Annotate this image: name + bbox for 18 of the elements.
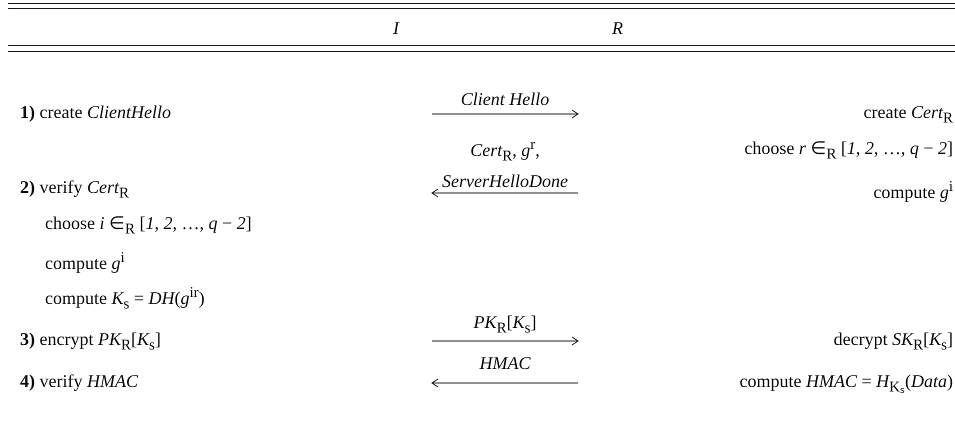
step-text: decrypt SK$_{R}$[K$_{s}$] — [834, 328, 953, 356]
step-text: 1) create ClientHello — [20, 101, 171, 123]
message-label: Client Hello — [460, 88, 550, 110]
step-text: compute g$^{i}$ — [873, 178, 953, 203]
step-text: choose r ∈$_{R}$ [1, 2, …, q − 2] — [744, 137, 953, 165]
step-text: compute K$_{s}$ = DH(g$^{ir}$) — [45, 284, 205, 315]
step-text: 3) encrypt PK$_{R}$[K$_{s}$] — [20, 328, 161, 356]
message-label: Cert$_{R}$, g$^{r}$, ServerHelloDone — [441, 136, 569, 193]
step-text: compute HMAC = H$_{Kₛ}$(Data) — [740, 370, 953, 398]
step-text: choose i ∈$_{R}$ [1, 2, …, q − 2] — [45, 212, 252, 240]
step-text: 2) verify Cert$_{R}$ — [20, 176, 130, 204]
step-text: 4) verify HMAC — [20, 370, 138, 392]
party-label: R — [612, 17, 623, 39]
party-label: I — [393, 17, 399, 39]
step-text: create Cert$_{R}$ — [864, 101, 953, 129]
message-label: PK$_{R}$[K$_{s}$] — [474, 311, 536, 339]
step-text: compute g$^{i}$ — [45, 249, 125, 274]
message-label: HMAC — [480, 352, 530, 374]
